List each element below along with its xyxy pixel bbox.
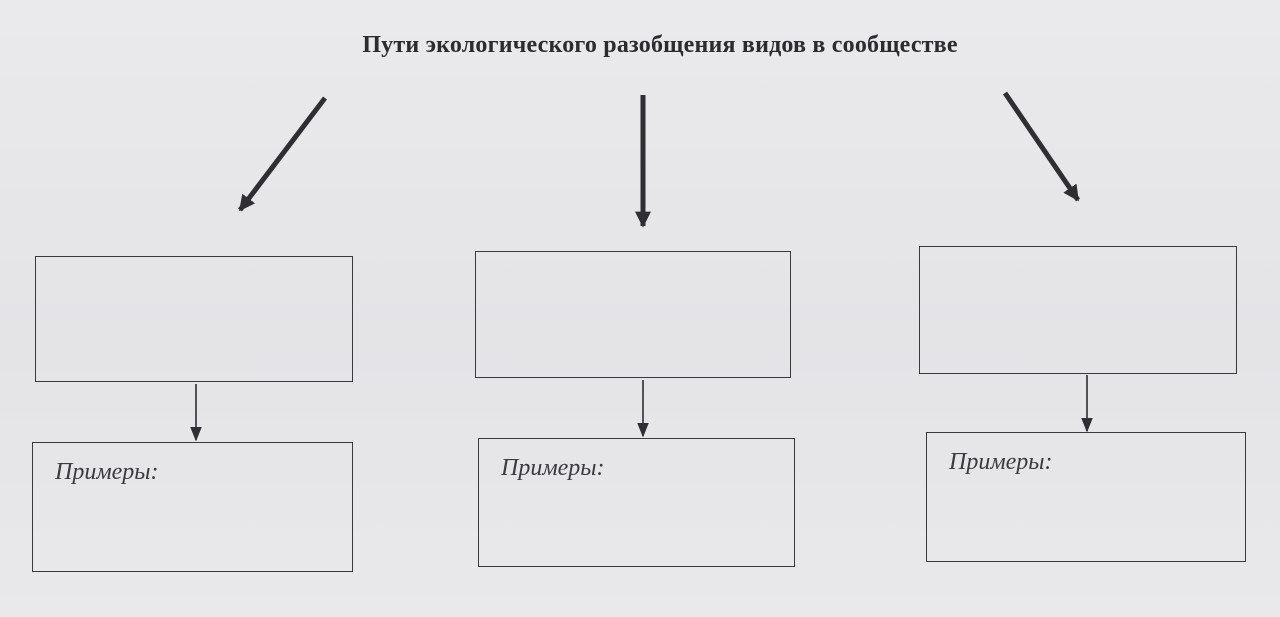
branch-2-examples-label: Примеры: <box>501 455 605 481</box>
branch-2-box[interactable] <box>475 251 791 378</box>
branch-1-examples-label: Примеры: <box>55 459 159 485</box>
branch-1-examples-box[interactable]: Примеры: <box>32 442 353 572</box>
arrow-to-branch-1 <box>238 96 327 212</box>
branch-3-examples-box[interactable]: Примеры: <box>926 432 1246 562</box>
branch-3-box[interactable] <box>919 246 1237 374</box>
branch-3-examples-label: Примеры: <box>949 449 1053 475</box>
diagram-title: Пути экологического разобщения видов в с… <box>362 32 958 58</box>
branch-2-examples-box[interactable]: Примеры: <box>478 438 795 567</box>
arrow-to-branch-3 <box>1002 91 1081 202</box>
branch-1-box[interactable] <box>35 256 353 382</box>
